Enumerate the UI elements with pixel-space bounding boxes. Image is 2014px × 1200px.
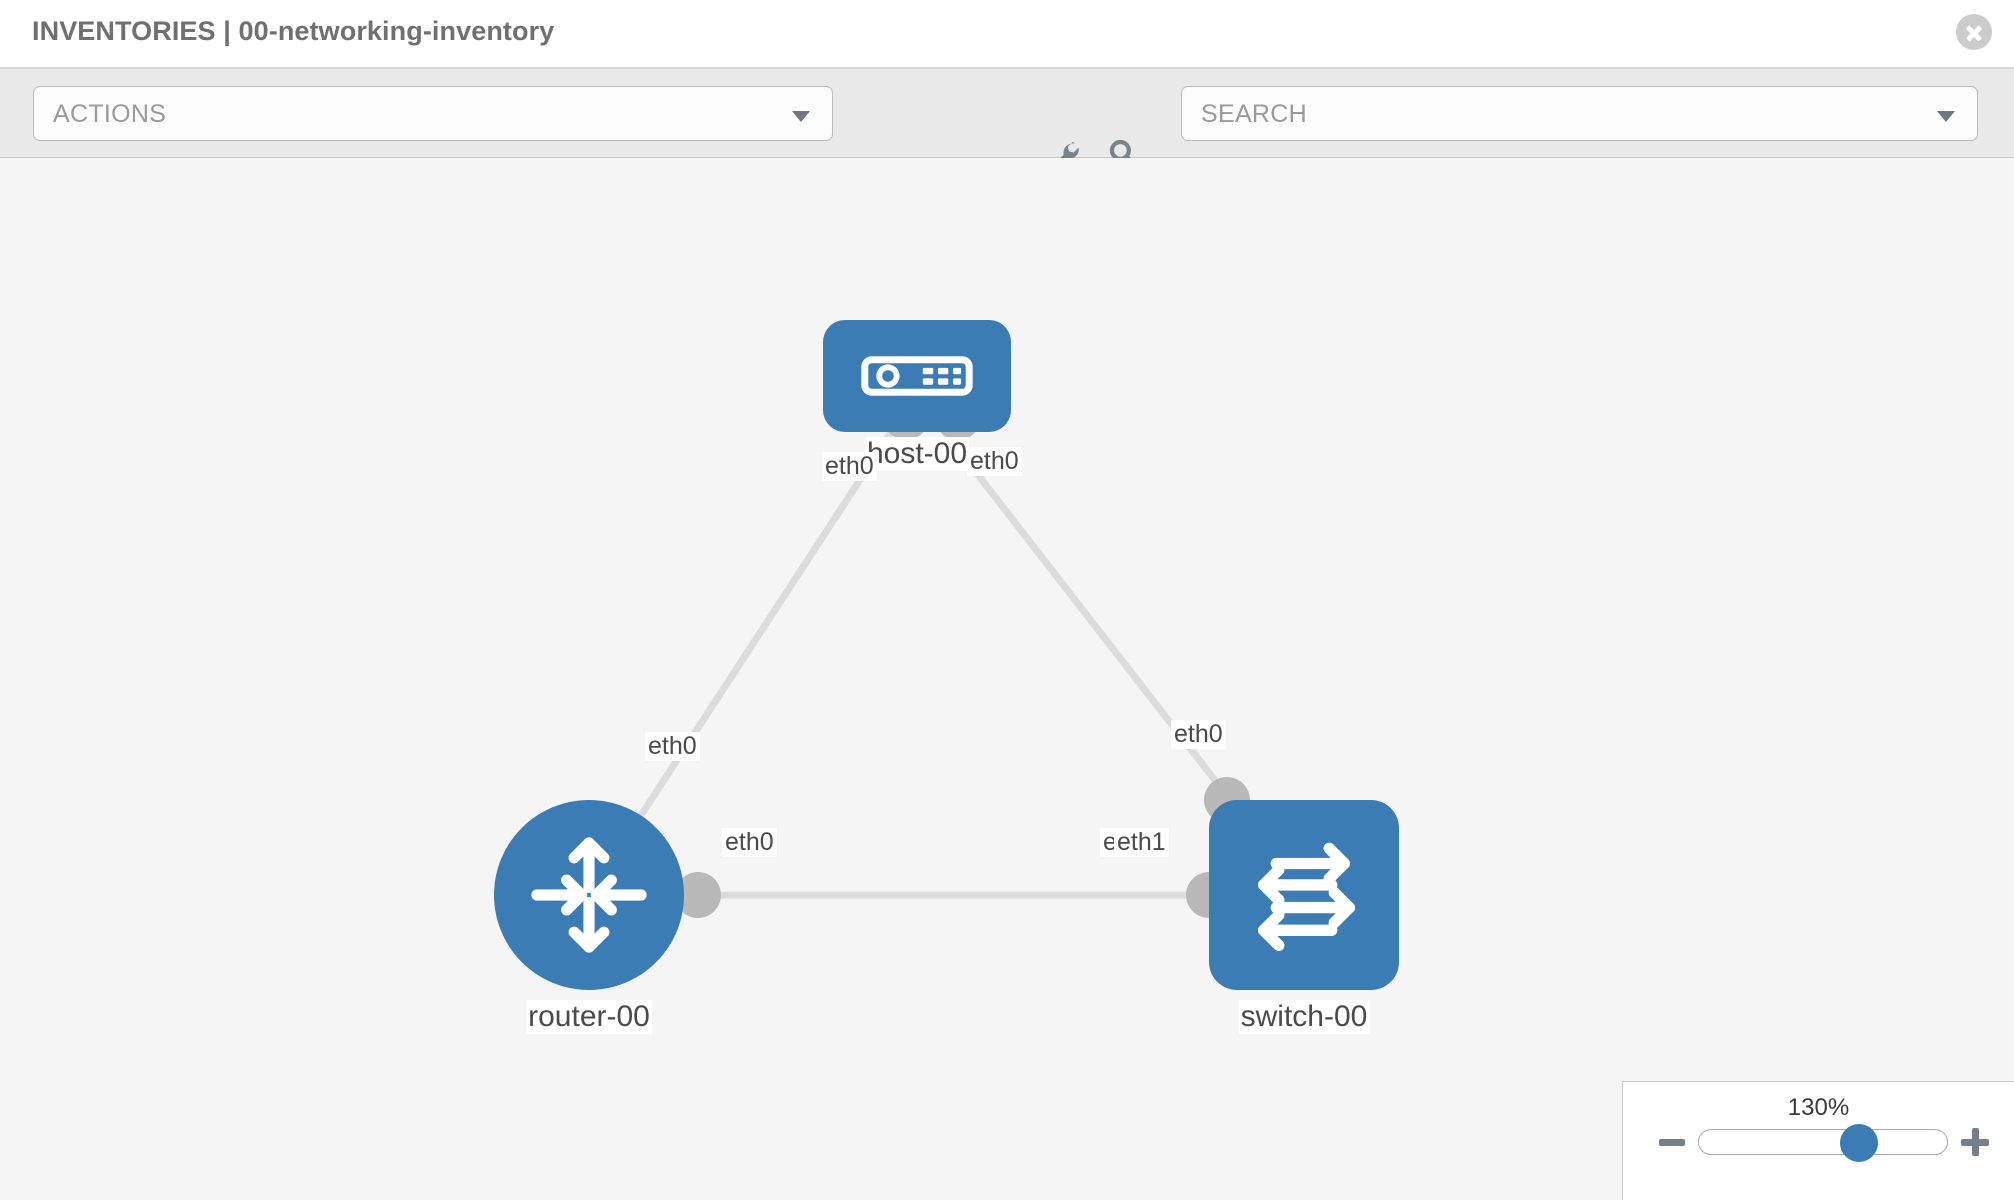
router-node-label: router-00 — [526, 1000, 652, 1034]
topology-node-switch-00[interactable]: switch-00 — [1209, 800, 1399, 1034]
topology-edges — [585, 422, 1308, 899]
topology-node-host-00[interactable]: host-00 — [823, 320, 1011, 471]
edge-label-switch-up: eth0 — [1171, 720, 1226, 749]
chevron-down-icon — [792, 111, 810, 122]
switch-arrows-icon — [1258, 842, 1356, 952]
host-node-shape[interactable] — [823, 320, 1011, 432]
actions-dropdown-label: ACTIONS — [53, 100, 167, 128]
edge-label-host-left: eth0 — [822, 452, 877, 481]
actions-dropdown[interactable]: ACTIONS — [33, 86, 833, 141]
search-placeholder: SEARCH — [1201, 100, 1307, 128]
edge-label-router-right: eth0 — [722, 828, 777, 857]
host-node-label: host-00 — [864, 437, 970, 471]
zoom-level-value: 130% — [1787, 1094, 1850, 1121]
router-node-shape[interactable] — [494, 800, 684, 990]
minus-icon[interactable] — [1659, 1139, 1685, 1146]
page-header: INVENTORIES | 00-networking-inventory — [0, 0, 2014, 69]
topology-node-router-00[interactable]: router-00 — [494, 800, 684, 1034]
edge-label-switch-left: eth1 — [1114, 828, 1169, 857]
edge-label-router-up: eth0 — [645, 732, 700, 761]
close-icon[interactable] — [1956, 14, 1992, 50]
router-arrows-icon — [531, 837, 647, 953]
chevron-down-icon — [1937, 111, 1955, 122]
topology-canvas[interactable]: host-00 router-00 — [0, 158, 2014, 1200]
page-title: INVENTORIES | 00-networking-inventory — [32, 16, 555, 46]
zoom-slider[interactable] — [1698, 1124, 1948, 1162]
zoom-slider-handle[interactable] — [1840, 1124, 1878, 1162]
zoom-control-panel: 130% — [1622, 1081, 2014, 1200]
server-icon — [861, 356, 973, 396]
switch-node-label: switch-00 — [1238, 1000, 1370, 1034]
search-input[interactable]: SEARCH — [1181, 86, 1978, 141]
switch-node-shape[interactable] — [1209, 800, 1399, 990]
plus-icon[interactable] — [1961, 1128, 1989, 1156]
edge-label-host-right: eth0 — [967, 447, 1022, 476]
toolbar: ACTIONS SEARCH — [0, 69, 2014, 175]
